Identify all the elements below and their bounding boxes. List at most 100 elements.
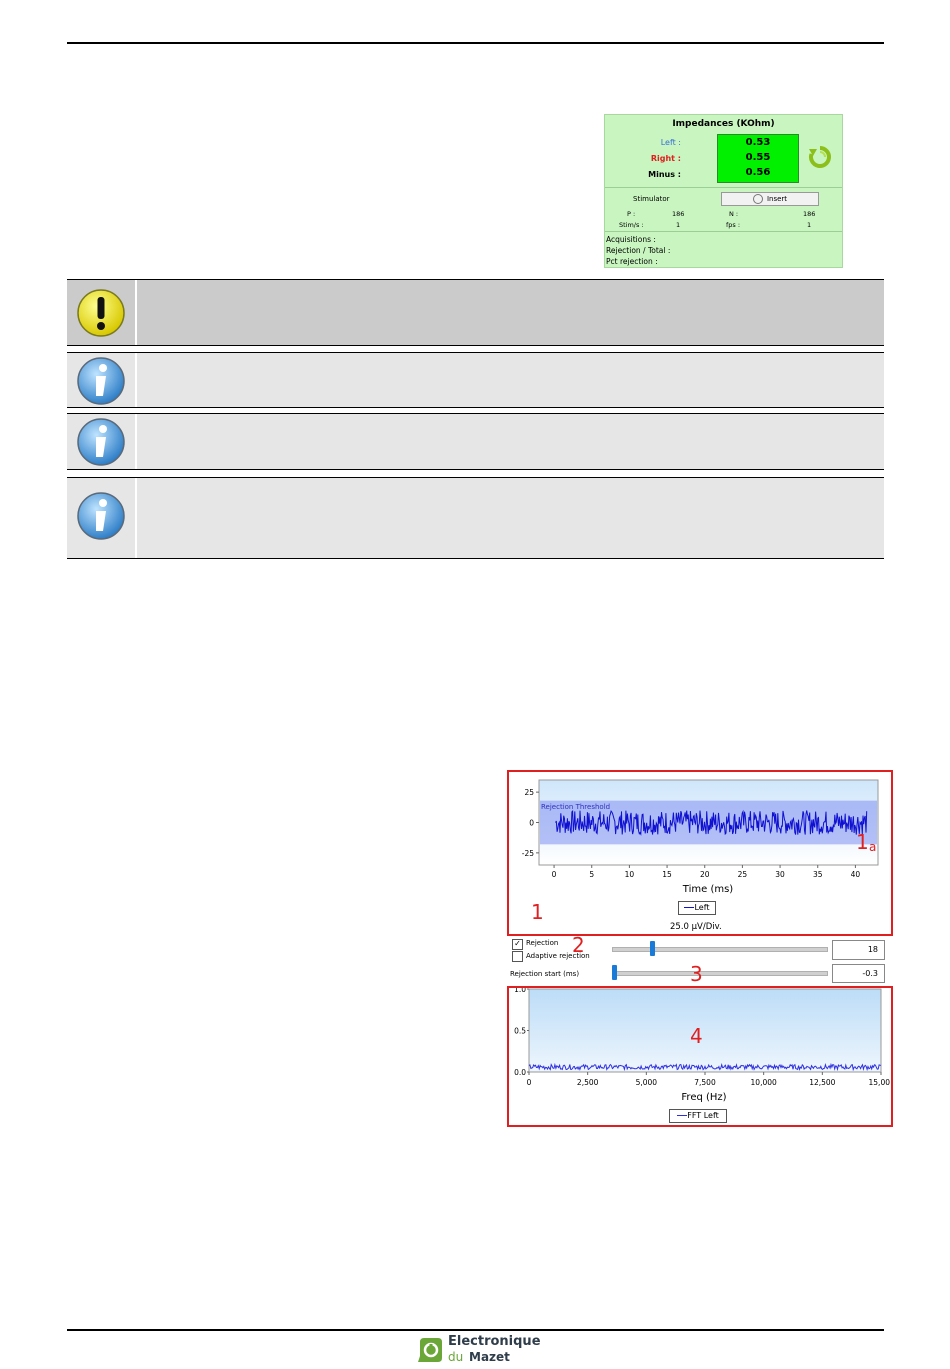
y-tick-label: -25: [522, 849, 534, 858]
rejection-start-slider-track[interactable]: [612, 971, 828, 976]
footer-rule: [67, 1329, 884, 1331]
insert-button[interactable]: Insert: [721, 192, 819, 206]
fps-label: fps :: [726, 221, 741, 229]
stims-label: Stim/s :: [619, 221, 644, 229]
note-icon-cell: [67, 353, 137, 407]
n-value: 186: [803, 210, 816, 218]
x-tick-label: 20: [700, 870, 710, 879]
x-tick-label: 35: [813, 870, 823, 879]
warning-note: [67, 279, 884, 346]
x-tick-label: 15: [662, 870, 672, 879]
rejection-label: Rejection: [526, 939, 559, 947]
left-value: 0.53: [745, 137, 771, 148]
legend-label: FFT Left: [687, 1111, 719, 1120]
rejection-slider-track[interactable]: [612, 947, 828, 952]
x-axis-label: Freq (Hz): [681, 1092, 726, 1103]
rejection-checkbox[interactable]: ✓: [512, 939, 523, 950]
callout-1: 1: [531, 900, 544, 924]
x-tick-label: 10: [625, 870, 635, 879]
signal-series-left: [555, 809, 868, 836]
note-icon-cell: [67, 414, 137, 469]
x-tick-label: 10,000: [751, 1078, 777, 1087]
signal-chart: 0 5 10 15 20 25 30 35 40 25 0 -25 Rejection Thresh…: [522, 779, 879, 895]
logo-text-line1: Electronique: [448, 1334, 541, 1349]
acquisitions-label: Acquisitions :: [606, 235, 656, 244]
y-tick-label: 0.0: [514, 1068, 526, 1077]
x-tick-label: 0: [527, 1078, 532, 1087]
fft-chart: 0 2,500 5,000 7,500 10,000 12,500 15,00 1.0 0.5…: [514, 987, 891, 1103]
legend-swatch: [677, 1115, 688, 1116]
adaptive-rejection-checkbox[interactable]: [512, 951, 523, 962]
rejection-slider-thumb[interactable]: [649, 941, 655, 956]
x-tick-label: 30: [775, 870, 785, 879]
minus-label: Minus :: [648, 170, 681, 179]
logo-mark-icon: [418, 1338, 442, 1362]
x-tick-label: 12,500: [809, 1078, 835, 1087]
logo-text-du: du: [448, 1350, 464, 1364]
stimulator-label: Stimulator: [633, 195, 670, 203]
header-rule: [67, 42, 884, 44]
p-label: P :: [627, 210, 636, 218]
minus-value: 0.56: [745, 167, 771, 178]
x-tick-label: 5: [589, 870, 594, 879]
rejection-start-slider-thumb[interactable]: [612, 965, 617, 980]
rejection-value-field[interactable]: 18: [832, 940, 885, 960]
separator: [605, 231, 842, 232]
fps-value: 1: [807, 221, 812, 229]
legend: FFT Left: [669, 1109, 727, 1123]
plot-area: [528, 988, 882, 1073]
x-tick-label: 15,00: [869, 1078, 891, 1087]
note-text-cell: [137, 414, 884, 469]
p-value: 186: [672, 210, 685, 218]
legend: Left: [678, 901, 716, 915]
callout-3: 3: [690, 962, 703, 986]
info-note: [67, 413, 884, 470]
fft-plot-panel: 0 2,500 5,000 7,500 10,000 12,500 15,00 1.0 0.5…: [508, 987, 893, 1127]
impedance-values-box: 0.53 0.55 0.56: [717, 134, 799, 183]
x-tick-label: 5,000: [636, 1078, 658, 1087]
note-text-cell: [137, 353, 884, 407]
note-text-cell: [137, 478, 884, 558]
pct-rejection-label: Pct rejection :: [606, 257, 658, 266]
company-logo: Electronique du Mazet: [416, 1334, 546, 1366]
exclamation-icon: [77, 289, 125, 337]
info-icon: [77, 492, 125, 540]
callout-4: 4: [690, 1024, 703, 1048]
left-label: Left :: [660, 138, 681, 147]
insert-label: Insert: [766, 195, 788, 203]
rejection-start-value-field[interactable]: -0.3: [832, 964, 885, 983]
note-icon-cell: [67, 478, 137, 558]
x-tick-label: 7,500: [694, 1078, 716, 1087]
note-text-cell: [137, 280, 884, 345]
threshold-label: Rejection Threshold: [541, 803, 610, 811]
right-label: Right :: [650, 154, 681, 163]
fft-series-left: [528, 1062, 882, 1072]
callout-box-4: [507, 986, 893, 1127]
x-axis-label: Time (ms): [682, 884, 734, 895]
adaptive-rejection-label: Adaptive rejection: [526, 952, 590, 960]
rejection-total-label: Rejection / Total :: [606, 246, 671, 255]
info-icon: [77, 418, 125, 466]
scale-label: 25.0 µV/Div.: [670, 922, 722, 932]
x-tick-label: 40: [851, 870, 861, 879]
callout-1a-letter: a: [869, 840, 877, 854]
legend-swatch: [684, 907, 695, 908]
note-icon-cell: [67, 280, 137, 345]
x-tick-label: 2,500: [577, 1078, 599, 1087]
y-tick-label: 0.5: [514, 1027, 526, 1036]
info-note: [67, 477, 884, 559]
info-note: [67, 352, 884, 408]
y-tick-label: 0: [529, 819, 534, 828]
refresh-icon[interactable]: [808, 145, 832, 169]
logo-text-mazet: Mazet: [469, 1350, 510, 1364]
y-tick-label: 25: [524, 788, 534, 797]
callout-2: 2: [572, 933, 585, 957]
callout-box-1: [507, 770, 893, 936]
stims-value: 1: [676, 221, 681, 229]
signal-plot-panel: 0 5 10 15 20 25 30 35 40 25 0 -25 Rejection Thresh…: [508, 771, 893, 935]
n-label: N :: [729, 210, 739, 218]
y-tick-label: 1.0: [514, 987, 526, 994]
x-tick-label: 0: [552, 870, 557, 879]
x-tick-label: 25: [738, 870, 748, 879]
callout-1a-number: 1: [856, 830, 869, 854]
